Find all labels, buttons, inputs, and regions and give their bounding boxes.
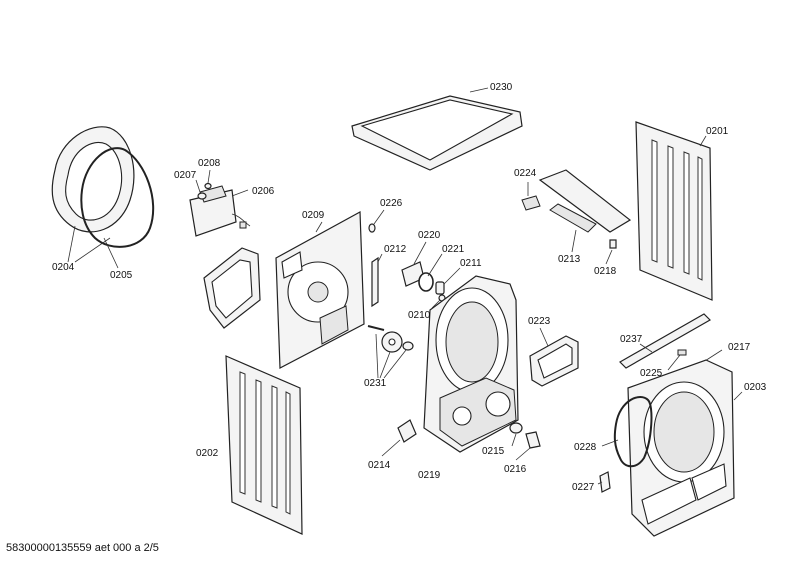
label-0215: 0215 bbox=[482, 446, 505, 457]
part-0231-tensioner bbox=[367, 325, 414, 379]
part-0206-control-module bbox=[189, 185, 251, 237]
part-0227-latch bbox=[597, 471, 611, 493]
part-0211-thermostat bbox=[435, 267, 461, 295]
part-0221-seal-ring bbox=[418, 253, 443, 292]
label-0202: 0202 bbox=[196, 448, 219, 459]
part-0216-foot bbox=[515, 431, 541, 461]
part-0208-cap bbox=[204, 169, 212, 190]
part-0215-bushing bbox=[509, 422, 523, 447]
part-0218-clip bbox=[605, 239, 617, 265]
label-0226: 0226 bbox=[380, 198, 403, 209]
label-0228: 0228 bbox=[574, 442, 597, 453]
part-0237-front-brace bbox=[619, 313, 711, 369]
label-0224: 0224 bbox=[514, 168, 537, 179]
label-0218: 0218 bbox=[594, 266, 617, 277]
part-0228-door-seal bbox=[601, 396, 653, 468]
part-0209-rear-panel bbox=[275, 211, 365, 369]
label-0221: 0221 bbox=[442, 244, 465, 255]
label-0209: 0209 bbox=[302, 210, 325, 221]
label-0217: 0217 bbox=[728, 342, 751, 353]
label-0220: 0220 bbox=[418, 230, 441, 241]
label-0207: 0207 bbox=[174, 170, 197, 181]
label-0223: 0223 bbox=[528, 316, 551, 327]
part-0204-door-ring bbox=[51, 126, 135, 233]
label-0204: 0204 bbox=[52, 262, 75, 273]
label-0212: 0212 bbox=[384, 244, 407, 255]
part-filter-housing bbox=[203, 247, 261, 329]
document-id-footer: 58300000135559 aet 000 a 2/5 bbox=[6, 542, 159, 554]
part-0224-electronics-board bbox=[521, 169, 632, 233]
label-0231: 0231 bbox=[364, 378, 387, 389]
part-0201-side-panel bbox=[635, 121, 713, 301]
part-0214-door-lock bbox=[381, 419, 417, 457]
part-0207-knob bbox=[195, 179, 207, 200]
label-0227: 0227 bbox=[572, 482, 595, 493]
label-0201: 0201 bbox=[706, 126, 729, 137]
part-0203-front-panel bbox=[627, 359, 743, 537]
part-0230-top-cover bbox=[351, 87, 523, 171]
label-0206: 0206 bbox=[252, 186, 275, 197]
label-0219: 0219 bbox=[418, 470, 441, 481]
label-0216: 0216 bbox=[504, 464, 527, 475]
label-0205: 0205 bbox=[110, 270, 133, 281]
part-0219-drum-frame bbox=[423, 275, 519, 453]
part-0205-door-gasket bbox=[67, 147, 155, 269]
label-0230: 0230 bbox=[490, 82, 513, 93]
label-0211: 0211 bbox=[460, 258, 482, 269]
part-0212-bracket bbox=[371, 253, 383, 308]
part-0223-filter-cartridge bbox=[529, 327, 579, 387]
label-0225: 0225 bbox=[640, 368, 663, 379]
part-0213-connector-strip bbox=[549, 203, 597, 253]
label-0214: 0214 bbox=[368, 460, 391, 471]
label-0203: 0203 bbox=[744, 382, 767, 393]
label-0208: 0208 bbox=[198, 158, 221, 169]
label-0237: 0237 bbox=[620, 334, 643, 345]
label-0210: 0210 bbox=[408, 310, 431, 321]
part-0226-clip bbox=[368, 209, 385, 233]
part-0202-side-panel bbox=[225, 355, 303, 535]
part-0225-clip bbox=[667, 349, 687, 371]
label-0213: 0213 bbox=[558, 254, 581, 265]
